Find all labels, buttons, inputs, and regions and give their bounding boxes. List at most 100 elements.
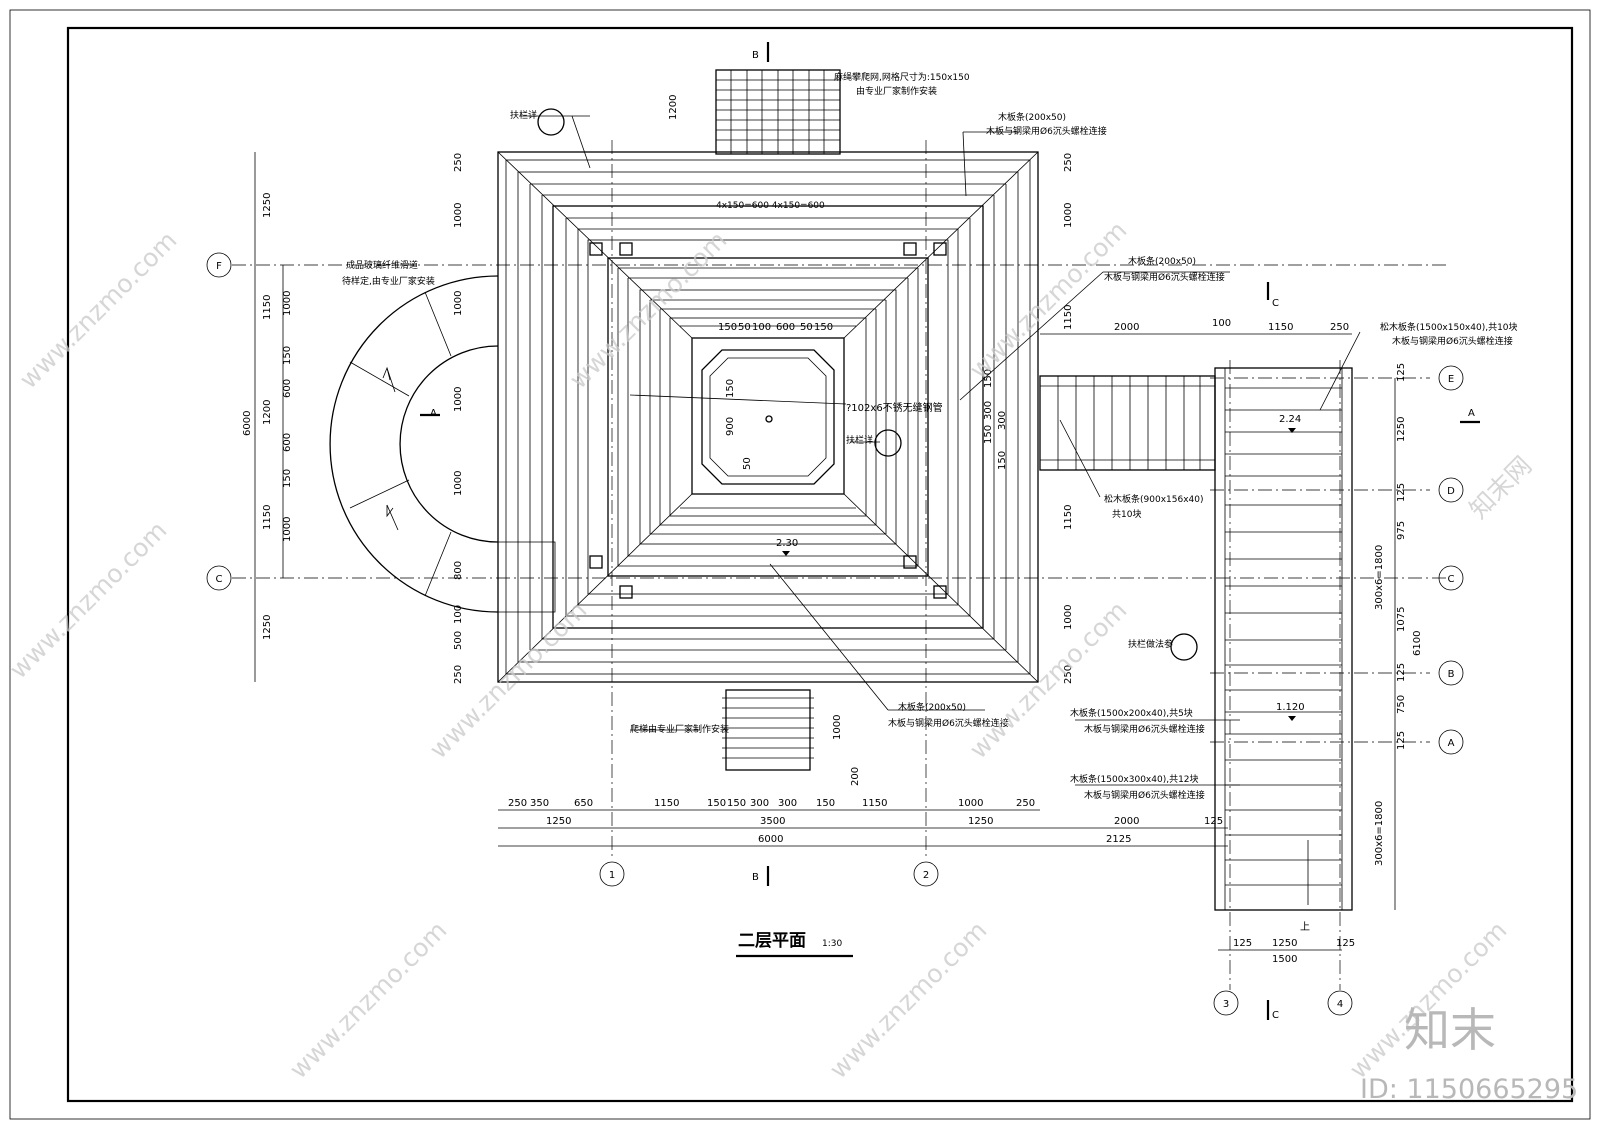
section-B-bottom: B (752, 872, 759, 883)
dim-text: 1000 (282, 291, 293, 316)
watermark-logo: 知末 (1404, 1003, 1496, 1057)
dim-text: 50 (738, 322, 751, 333)
drawing-scale: 1:30 (822, 939, 842, 949)
axis-label-B: B (1448, 669, 1455, 680)
dim-text: 250 (1330, 322, 1349, 333)
dim-text: 50 (800, 322, 813, 333)
detail-callout-circle (874, 429, 902, 457)
rail-right-label: 扶栏做法参 (1128, 638, 1173, 650)
dim-text: 125 (1396, 731, 1407, 750)
dim-text: 150 (707, 798, 726, 809)
axis-label-C-right: C (1448, 574, 1455, 585)
dim-text: 1250 (262, 615, 273, 640)
dim-text: 800 (453, 561, 464, 580)
axis-label-3: 3 (1223, 999, 1229, 1010)
watermark-brand: 知末网 (1464, 451, 1538, 525)
dim-text: 1000 (453, 471, 464, 496)
elevation-center: 2.30 (776, 538, 798, 549)
rail-left-label: 扶栏详 (510, 109, 537, 121)
dimension-lines (254, 152, 1396, 951)
dim-text: 1000 (282, 517, 293, 542)
dim-text: 300 (997, 411, 1008, 430)
elevation-right: 2.24 (1279, 414, 1301, 425)
dim-text: 3500 (760, 816, 785, 827)
dim-text: 650 (574, 798, 593, 809)
axis-bubbles: F C 1 2 3 4 E D C B A (206, 252, 1464, 1016)
dim-text: 100 (453, 605, 464, 624)
dim-text: 300x6=1800 (1374, 545, 1385, 610)
dim-text: 600 (776, 322, 795, 333)
section-A-left: A (430, 408, 437, 419)
top-grid-label: 4x150=600 4x150=600 (716, 201, 825, 211)
dim-text: 150 (718, 322, 737, 333)
watermark-site: www.znzmo.com (964, 215, 1133, 384)
dim-text: 1150 (654, 798, 679, 809)
slide-label: 成品玻璃纤维滑道 (346, 259, 418, 271)
dim-text: 2000 (1114, 816, 1139, 827)
dim-text: 1200 (668, 95, 679, 120)
dim-text: 1150 (1063, 305, 1074, 330)
dim-text: 1000 (1063, 203, 1074, 228)
axis-label-F: F (216, 261, 222, 272)
ladder (722, 689, 814, 771)
dim-text: 1075 (1396, 607, 1407, 632)
dim-text: 750 (1396, 695, 1407, 714)
dim-text: 100 (752, 322, 771, 333)
dim-text: 1000 (958, 798, 983, 809)
axis-label-4: 4 (1337, 999, 1343, 1010)
drawing-border (66, 26, 1574, 1103)
dimension-texts: 250 350 650 1150 150 150 300 300 150 115… (508, 318, 1355, 965)
watermark-id: ID: 1150665295 (1360, 1074, 1578, 1105)
dim-text: 1250 (1272, 938, 1297, 949)
dim-text: 1000 (1063, 605, 1074, 630)
annotations: 麻绳攀爬网,网格尺寸为:150x150 由专业厂家制作安装 扶栏详 木板条(20… (342, 71, 1518, 933)
dim-text: 1000 (453, 387, 464, 412)
plank5-label: 木板条(1500x200x40),共5块 (1070, 707, 1193, 719)
dim-text: 125 (1336, 938, 1355, 949)
dim-text: 1150 (262, 295, 273, 320)
dim-text: 150 (983, 369, 994, 388)
leader-lines (520, 115, 1361, 786)
dim-text: 975 (1396, 521, 1407, 540)
section-C-top: C (1272, 298, 1279, 309)
axis-label-A: A (1448, 738, 1455, 749)
up-label: 上 (1300, 921, 1310, 933)
dim-text: 125 (1396, 483, 1407, 502)
dim-text: 1000 (832, 715, 843, 740)
dim-text: 150 (282, 469, 293, 488)
dim-text: 1150 (862, 798, 887, 809)
slide-label-2: 待样定,由专业厂家安装 (342, 275, 435, 287)
bridge (1039, 375, 1216, 471)
right-stair (1214, 367, 1353, 911)
dim-text: 150 (814, 322, 833, 333)
dim-text: 1250 (968, 816, 993, 827)
dim-text: 1150 (262, 505, 273, 530)
watermark-site: www.znzmo.com (424, 595, 593, 764)
dim-text: 500 (453, 631, 464, 650)
pine-plank-label-2: 木板与钢梁用Ø6沉头螺栓连接 (1392, 335, 1513, 347)
plank-bottom-label: 木板条(200x50) (898, 701, 966, 713)
dim-text: 250 (1063, 153, 1074, 172)
dim-text: 250 (1063, 665, 1074, 684)
dim-text: 6000 (242, 411, 253, 436)
net-label: 麻绳攀爬网,网格尺寸为:150x150 (834, 71, 970, 83)
watermark-site: www.znzmo.com (564, 225, 733, 394)
dim-text: 350 (530, 798, 549, 809)
dim-text: 300 (750, 798, 769, 809)
dim-text: 2000 (1114, 322, 1139, 333)
dim-text: 150 (997, 451, 1008, 470)
dim-text: 600 (282, 433, 293, 452)
plank-tr-label: 木板条(200x50) (998, 111, 1066, 123)
watermark-site: www.znzmo.com (4, 515, 173, 684)
axis-lines (232, 140, 1450, 990)
dim-text: 150 (983, 425, 994, 444)
axis-label-D: D (1447, 486, 1455, 497)
dim-text: 250 (453, 153, 464, 172)
dim-text: 300x6=1800 (1374, 801, 1385, 866)
elevation-bridge: 1.120 (1276, 702, 1305, 713)
plank5-label-2: 木板与钢梁用Ø6沉头螺栓连接 (1084, 723, 1205, 735)
drawing-title: 二层平面 (738, 931, 806, 951)
dim-text: 300 (778, 798, 797, 809)
section-markers: B B C C A A (420, 42, 1480, 1021)
